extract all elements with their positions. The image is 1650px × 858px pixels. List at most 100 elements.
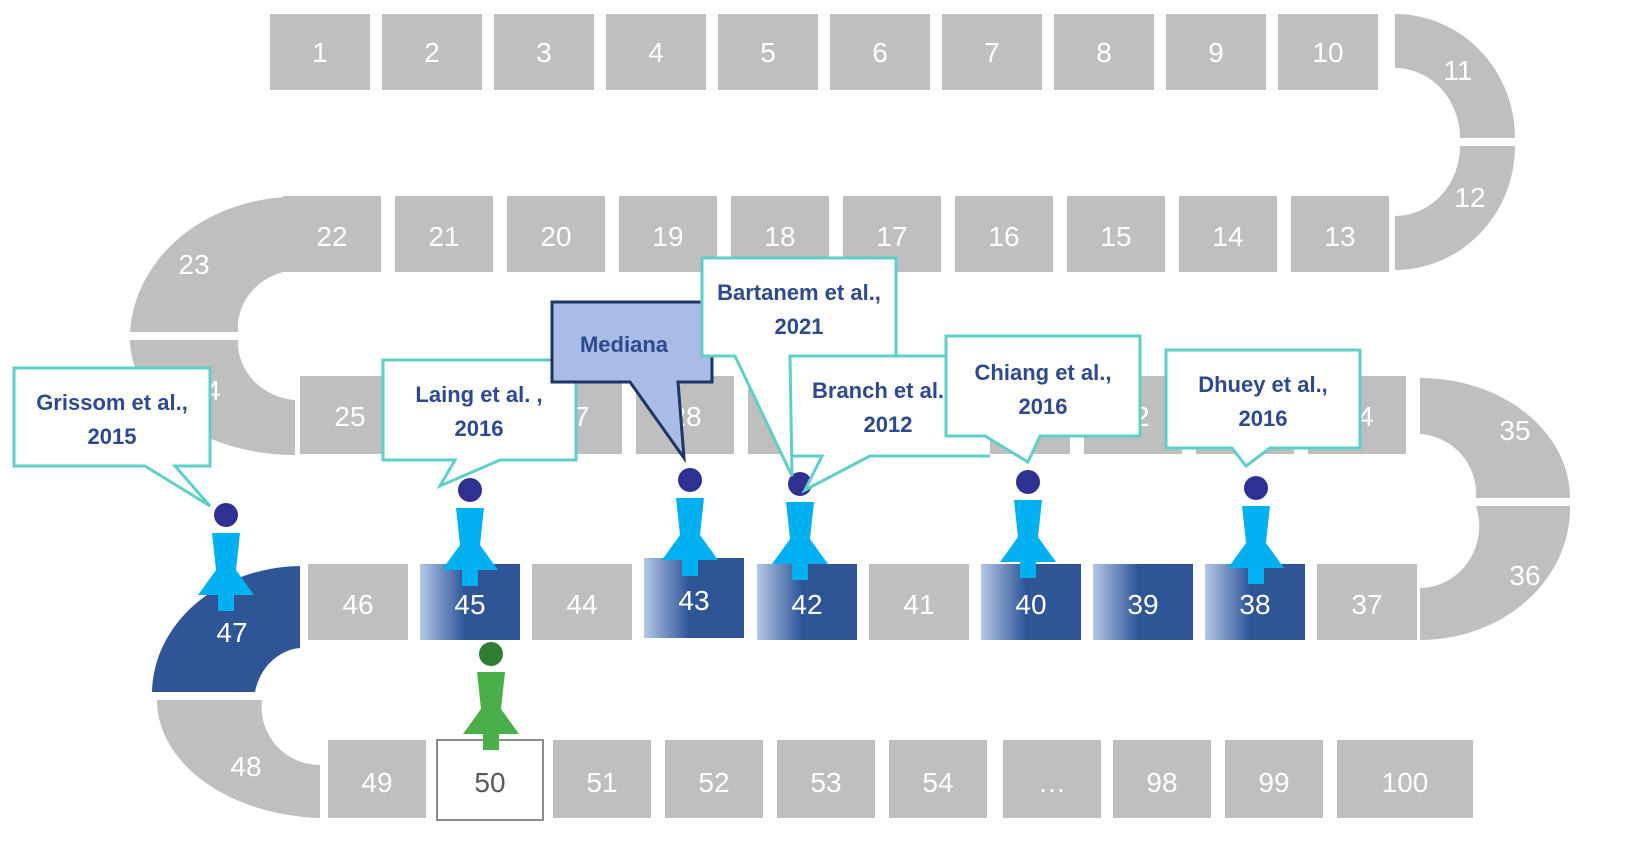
person-icon-43: [662, 468, 718, 576]
cell-ellipsis: [1003, 740, 1101, 818]
cell-13: [1291, 196, 1389, 272]
turn-35: [1420, 378, 1570, 498]
cell-7: [942, 14, 1042, 90]
turn-11-label: 11: [1443, 55, 1472, 86]
cell-44: [532, 564, 632, 640]
turn-35-label: 35: [1499, 415, 1530, 446]
callout-dhuey-line1: Dhuey et al.,: [1198, 372, 1328, 397]
callout-bartanem-line1: Bartanem et al.,: [717, 280, 881, 305]
cell-label: 17: [876, 221, 907, 252]
cell-label: 42: [791, 589, 822, 620]
cell-label: 13: [1324, 221, 1355, 252]
cell-21: [395, 196, 493, 272]
cell-label: 53: [810, 767, 841, 798]
person-icon-45: [442, 478, 498, 586]
callout-grissom: Grissom et al., 2015: [12, 366, 212, 508]
cell-51: [553, 740, 651, 818]
cell-15: [1067, 196, 1165, 272]
cell-label: 50: [474, 767, 505, 798]
cell-label: 8: [1096, 37, 1112, 68]
cell-20: [507, 196, 605, 272]
cell-16: [955, 196, 1053, 272]
turn-47[interactable]: [152, 566, 300, 692]
turn-12: [1395, 146, 1515, 270]
cell-label: 46: [342, 589, 373, 620]
cell-label: 98: [1146, 767, 1177, 798]
cell-label: 51: [586, 767, 617, 798]
callout-branch-line1: Branch et al.,: [812, 378, 950, 403]
cell-6: [830, 14, 930, 90]
cell-label: 14: [1212, 221, 1243, 252]
callout-laing-line2: 2016: [455, 416, 504, 441]
cell-label: 15: [1100, 221, 1131, 252]
cell-label: 18: [764, 221, 795, 252]
cell-label: 16: [988, 221, 1019, 252]
turn-11: [1395, 14, 1515, 138]
row-2: 22 21 20 19 18 17 16 15 14 13: [283, 196, 1389, 272]
cell-41: [869, 564, 969, 640]
person-icon-40: [1000, 470, 1056, 578]
callout-chiang: Chiang et al., 2016: [944, 334, 1142, 465]
callout-bartanem-line2: 2021: [775, 314, 824, 339]
cell-10: [1278, 14, 1378, 90]
row-5: 49 50 51 52 53 54 … 98 99 100: [328, 739, 1473, 821]
callout-bartanem: Bartanem et al., 2021: [700, 256, 898, 477]
cell-label: 52: [698, 767, 729, 798]
turn-48: [156, 700, 320, 818]
cell-label: 5: [760, 37, 776, 68]
turn-36-label: 36: [1509, 560, 1540, 591]
callout-chiang-line2: 2016: [1019, 394, 1068, 419]
callout-laing: Laing et al. , 2016: [381, 358, 578, 490]
cell-49: [328, 740, 426, 818]
cell-label: 44: [566, 589, 597, 620]
cell-label: 7: [984, 37, 1000, 68]
cell-50[interactable]: [436, 739, 544, 821]
row-1: 1 2 3 4 5 6 7 8 9 10: [270, 14, 1378, 90]
callout-laing-line1: Laing et al. ,: [415, 382, 542, 407]
cell-label: 25: [334, 401, 365, 432]
callout-chiang-line1: Chiang et al.,: [975, 360, 1112, 385]
cell-label: 100: [1382, 767, 1429, 798]
cell-label: 20: [540, 221, 571, 252]
cell-label: 9: [1208, 37, 1224, 68]
cell-4: [606, 14, 706, 90]
cell-98: [1113, 740, 1211, 818]
cell-22: [283, 196, 381, 272]
cell-label: 2: [424, 37, 440, 68]
cell-52: [665, 740, 763, 818]
cell-label: 49: [361, 767, 392, 798]
cell-label: 39: [1127, 589, 1158, 620]
turn-47-label: 47: [216, 617, 247, 648]
cell-100: [1337, 740, 1473, 818]
cell-label: 21: [428, 221, 459, 252]
cell-label: 37: [1351, 589, 1382, 620]
cell-label: 41: [903, 589, 934, 620]
cell-label: 40: [1015, 589, 1046, 620]
cell-label: 3: [536, 37, 552, 68]
cell-label: 43: [678, 585, 709, 616]
cell-label: 54: [922, 767, 953, 798]
person-icon-42: [772, 472, 828, 580]
callout-grissom-line1: Grissom et al.,: [36, 390, 188, 415]
cell-label: 99: [1258, 767, 1289, 798]
cell-99: [1225, 740, 1323, 818]
callout-dhuey: Dhuey et al., 2016: [1164, 348, 1362, 469]
cell-53: [777, 740, 875, 818]
cell-label: 6: [872, 37, 888, 68]
cell-39[interactable]: [1093, 564, 1193, 640]
cell-8: [1054, 14, 1154, 90]
turn-48-label: 48: [230, 751, 261, 782]
cell-label: …: [1038, 767, 1066, 798]
turn-23-label: 23: [178, 249, 209, 280]
cell-label: 10: [1312, 37, 1343, 68]
turn-12-label: 12: [1454, 182, 1485, 213]
person-icon-38: [1228, 476, 1284, 584]
cell-label: 45: [454, 589, 485, 620]
cell-1: [270, 14, 370, 90]
callout-mediana-label: Mediana: [580, 332, 669, 357]
cell-label: 22: [316, 221, 347, 252]
cell-label: 38: [1239, 589, 1270, 620]
callout-grissom-line2: 2015: [88, 424, 137, 449]
cell-label: 19: [652, 221, 683, 252]
turn-23: [130, 196, 295, 332]
